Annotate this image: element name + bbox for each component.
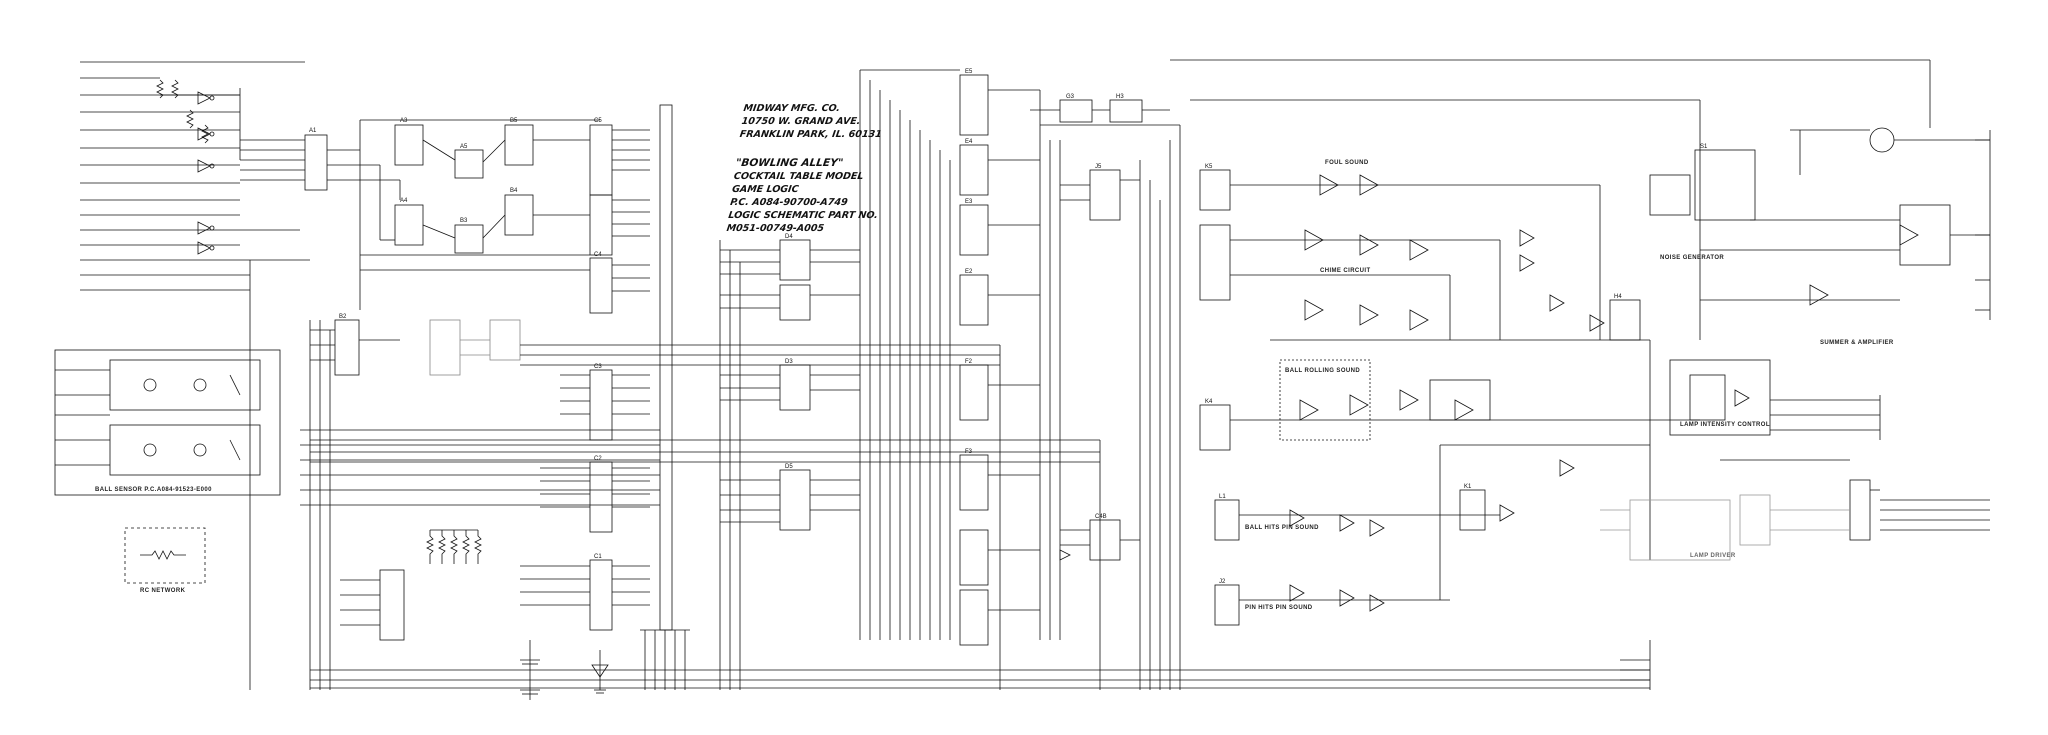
middle-bus-lines	[310, 344, 1650, 689]
chip-label-k1: K1	[1464, 484, 1472, 490]
chip-label-b5: B5	[510, 118, 518, 124]
top-center-chips	[1030, 99, 1180, 561]
chip-label-c2: C2	[594, 456, 602, 462]
title-model: COCKTAIL TABLE MODEL	[733, 171, 865, 182]
chip-label-e2: E2	[965, 269, 973, 275]
caption-rc-network: RC NETWORK	[140, 588, 186, 594]
chip-label-a1: A1	[309, 128, 317, 134]
chip-label-j2: J2	[1219, 579, 1226, 585]
chip-label-s1: S1	[1700, 144, 1708, 150]
chip-label-k4: K4	[1205, 399, 1213, 405]
caption-lamp-intensity: LAMP INTENSITY CONTROL	[1680, 422, 1770, 428]
chip-label-a4: A4	[400, 198, 408, 204]
title-address: 10750 W. GRAND AVE.	[740, 116, 862, 127]
title-company: MIDWAY MFG. CO.	[742, 103, 841, 114]
chip-label-h4: H4	[1614, 294, 1622, 300]
decoders-left	[300, 319, 660, 690]
chip-a1	[240, 134, 400, 191]
chip-label-d4: D4	[785, 234, 793, 240]
chip-label-a3: A3	[400, 118, 408, 124]
caption-chime-circuit: CHIME CIRCUIT	[1320, 268, 1371, 274]
caption-summer-amplifier: SUMMER & AMPLIFIER	[1820, 340, 1894, 346]
left-input-lines	[80, 61, 310, 690]
caption-foul-sound: FOUL SOUND	[1325, 160, 1369, 166]
bottom-connector	[999, 345, 1651, 690]
chip-label-k5: K5	[1205, 164, 1213, 170]
faint-chips	[429, 319, 521, 376]
counter-column	[520, 124, 650, 631]
title-pc: P.C. A084-90700-A749	[729, 197, 849, 208]
caption-ball-rolling: BALL ROLLING SOUND	[1285, 368, 1361, 374]
caption-ball-sensor: BALL SENSOR P.C.A084-91523-E000	[95, 487, 212, 493]
chip-label-a5: A5	[460, 144, 468, 150]
title-logic: GAME LOGIC	[731, 184, 800, 195]
chip-label-h3: H3	[1116, 94, 1124, 100]
chip-label-c3: C3	[594, 364, 602, 370]
chip-label-d3: D3	[785, 359, 793, 365]
chip-column-right	[859, 69, 1061, 646]
gate-group-upper	[359, 119, 600, 310]
caption-noise-generator: NOISE GENERATOR	[1660, 255, 1725, 261]
center-chips	[719, 239, 860, 690]
chip-label-e3: E3	[965, 199, 973, 205]
sound-section	[1139, 59, 1991, 690]
lamp-section	[1669, 359, 1990, 541]
chip-label-c1: C1	[594, 554, 602, 560]
lamp-driver-faint	[1600, 494, 1850, 561]
chip-label-c5: C5	[594, 118, 602, 124]
title-block: MIDWAY MFG. CO. 10750 W. GRAND AVE. FRAN…	[726, 102, 965, 235]
chip-label-e4: E4	[965, 139, 973, 145]
title-part-no: M051-00749-A005	[725, 223, 825, 234]
caption-pin-hits-pin: PIN HITS PIN SOUND	[1245, 605, 1313, 611]
rc-network-box	[124, 527, 206, 584]
title-schematic: LOGIC SCHEMATIC PART NO.	[727, 210, 879, 221]
chip-label-c4: C4	[594, 252, 602, 258]
chip-label-e5: E5	[965, 69, 973, 75]
caption-ball-hits-pin: BALL HITS PIN SOUND	[1245, 525, 1319, 531]
power-symbols	[520, 640, 609, 700]
title-game: "BOWLING ALLEY"	[734, 157, 845, 169]
chip-label-group: A1 A3 A4 A5 B3 B5 B4 B2 C5 C4 C3 C2 C1 D…	[309, 69, 1708, 585]
chip-label-b4: B4	[510, 188, 518, 194]
ball-sensor-box	[54, 349, 281, 496]
chip-label-b2: B2	[339, 314, 347, 320]
vertical-bus	[640, 104, 690, 690]
caption-lamp-driver: LAMP DRIVER	[1690, 553, 1736, 559]
chip-label-f2: F2	[965, 359, 973, 365]
chip-label-g3: G3	[1066, 94, 1075, 100]
title-city: FRANKLIN PARK, IL. 60131	[739, 129, 883, 140]
chip-label-c4b: C4B	[1095, 514, 1107, 520]
chip-label-f3: F3	[965, 449, 973, 455]
chip-label-d5: D5	[785, 464, 793, 470]
chip-label-l1: L1	[1219, 494, 1226, 500]
chip-label-j5: J5	[1095, 164, 1102, 170]
chip-label-b3: B3	[460, 218, 468, 224]
